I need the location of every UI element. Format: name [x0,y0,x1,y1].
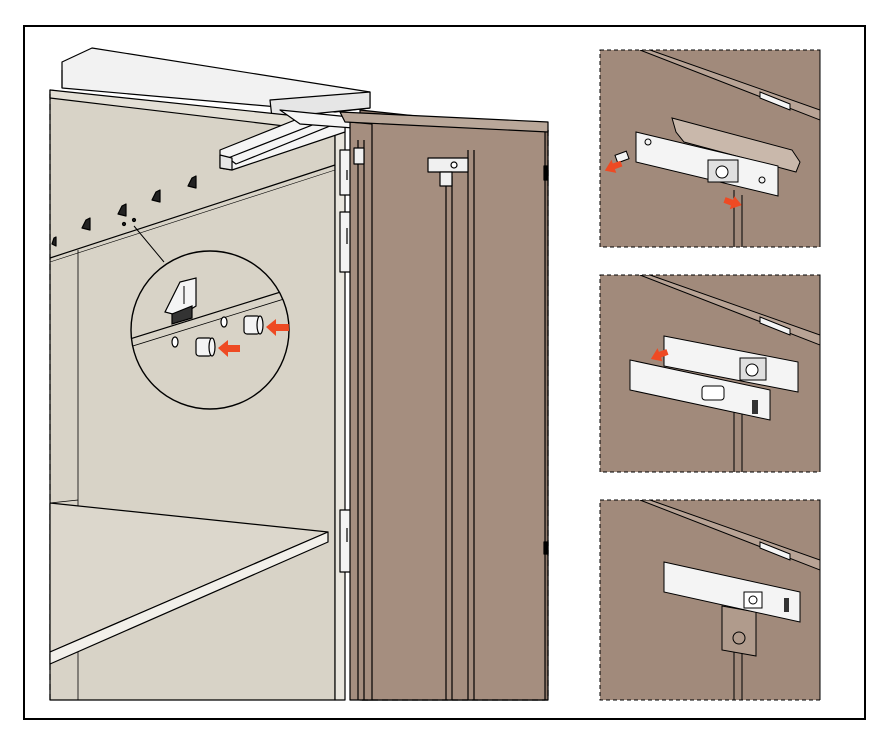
detail-step-mount-plate [599,49,821,248]
detail-step-finished [599,499,821,701]
door-panel [361,117,546,701]
hinge-plate [635,131,779,197]
cabinet-front-edge [334,117,346,701]
shelf-pin [195,315,264,357]
finished-cover-plate [663,561,801,623]
door-panel-left [349,121,373,701]
shelf-supports [51,175,197,247]
detail-step-cover-plate [599,274,821,473]
shelf-pin-callout [130,250,290,410]
upper-shelf [49,164,336,259]
insert-arrow-icon [218,319,289,357]
callout-leader [133,225,165,263]
cover-plate [629,359,771,421]
main-cabinet-view [49,47,549,701]
door-rails [357,140,475,700]
door-bracket [427,157,469,173]
